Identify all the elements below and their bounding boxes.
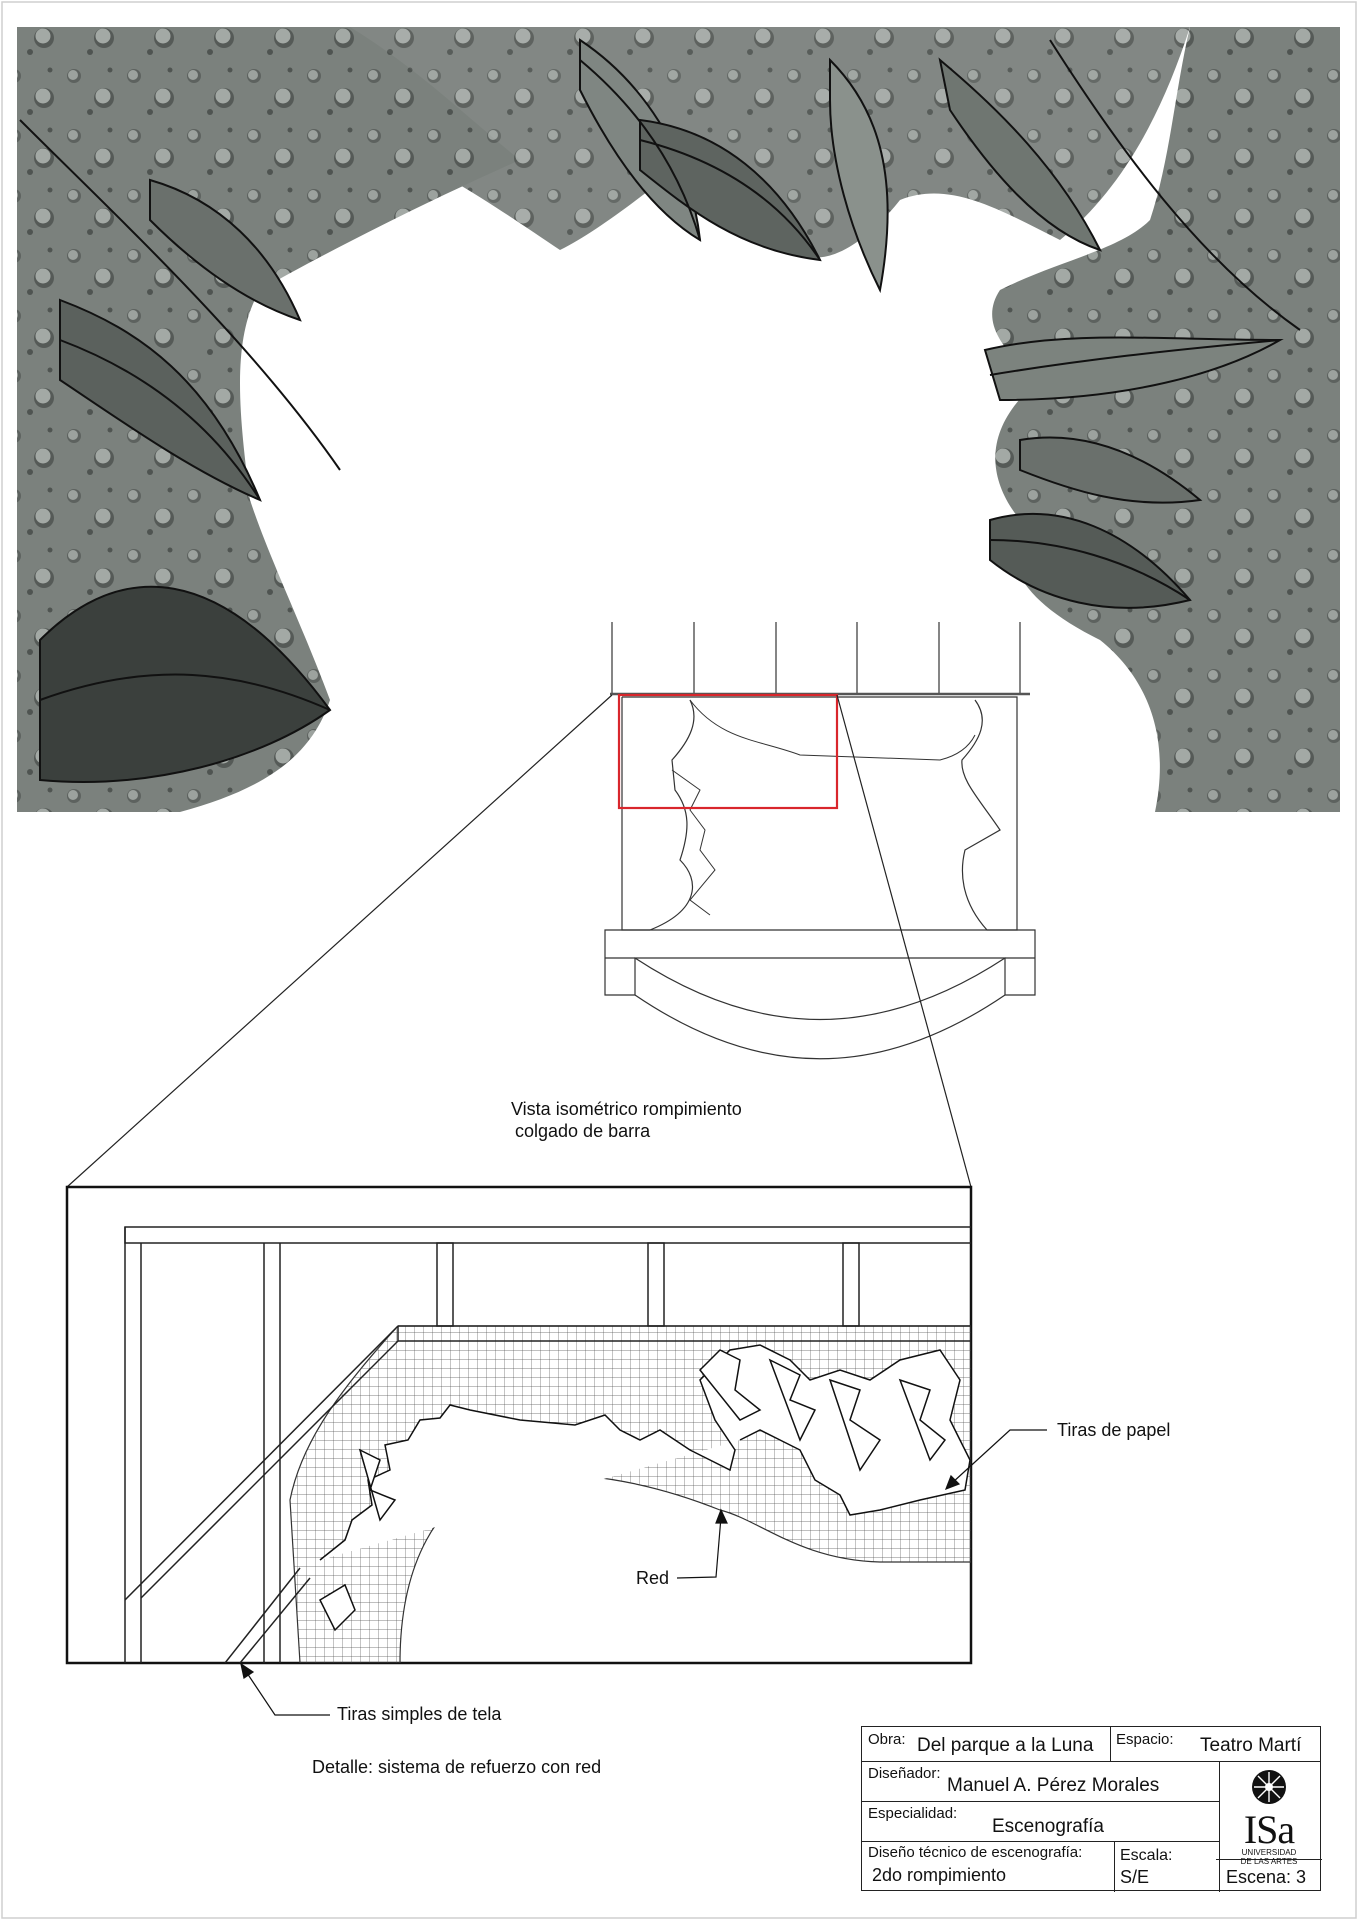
paper-strips-drawing: [319, 1344, 971, 1632]
leader-lines: [240, 1429, 1047, 1716]
label-net: Red: [636, 1568, 670, 1588]
isa-logo: ISa UNIVERSIDAD DE LAS ARTES: [1223, 1767, 1315, 1866]
title-block: Obra: Del parque a la Luna Espacio: Teat…: [861, 1726, 1322, 1892]
label-paper-strips: Tiras de papel: [1057, 1420, 1171, 1440]
isometric-caption-line2: colgado de barra: [515, 1121, 651, 1141]
isa-line2: DE LAS ARTES: [1240, 1857, 1298, 1866]
projection-lines: [66, 694, 972, 1188]
leaf-left-3: [149, 178, 302, 322]
isometric-view: [604, 622, 1036, 1060]
especialidad-key: Especialidad:: [868, 1805, 958, 1822]
espacio-value: Teatro Martí: [1200, 1735, 1302, 1756]
espacio-key: Espacio:: [1116, 1731, 1174, 1748]
escala-key: Escala:: [1120, 1847, 1173, 1864]
escena-value: Escena: 3: [1226, 1867, 1307, 1887]
foliage-backdrop: [17, 27, 1340, 812]
detail-caption: Detalle: sistema de refuerzo con red: [312, 1757, 602, 1777]
disenador-value: Manuel A. Pérez Morales: [947, 1775, 1160, 1796]
leaf-top-4: [938, 57, 1102, 252]
obra-value: Del parque a la Luna: [917, 1735, 1094, 1756]
disenador-key: Diseñador:: [868, 1765, 941, 1782]
isometric-caption-line1: Vista isométrico rompimiento: [511, 1099, 742, 1119]
isa-wordmark: ISa: [1243, 1807, 1295, 1852]
especialidad-value: Escenografía: [992, 1816, 1104, 1837]
label-fabric-strips: Tiras simples de tela: [337, 1704, 502, 1724]
escala-value: S/E: [1120, 1867, 1150, 1887]
diseno-key: Diseño técnico de escenografía:: [868, 1844, 1083, 1861]
obra-key: Obra:: [868, 1731, 906, 1748]
isometric-base: [604, 929, 1036, 996]
foliage-right-mass: [992, 27, 1340, 812]
leaf-right-3: [1019, 436, 1203, 504]
foliage-top-mass: [330, 27, 1190, 258]
leaf-top-3: [829, 57, 889, 294]
isa-line1: UNIVERSIDAD: [1241, 1848, 1297, 1857]
diseno-value: 2do rompimiento: [872, 1865, 1007, 1885]
isometric-panel: [621, 696, 1018, 931]
detail-highlight-frame: [617, 693, 839, 810]
isa-emblem-icon: [1252, 1770, 1286, 1804]
